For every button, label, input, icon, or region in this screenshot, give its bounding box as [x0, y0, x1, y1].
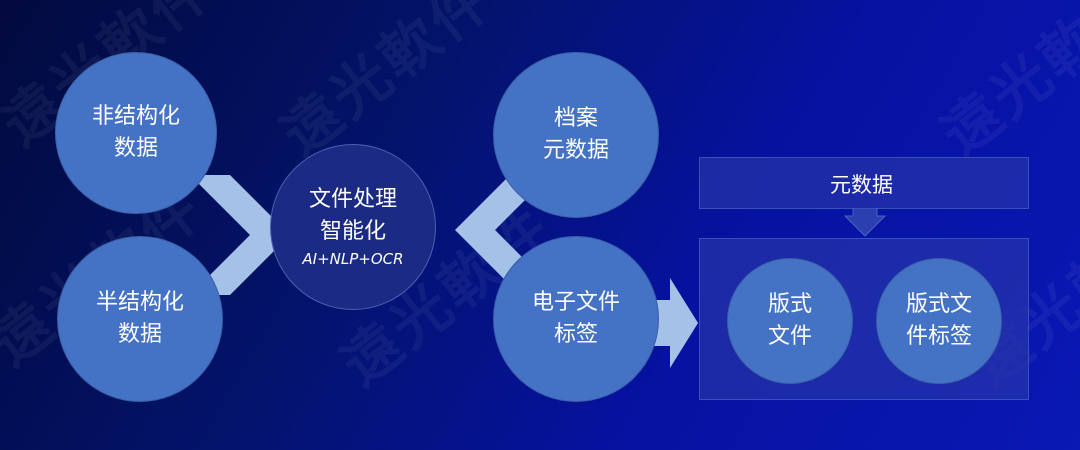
- watermark: 遠光軟件: [928, 0, 1080, 170]
- metadata-box: [699, 157, 1029, 209]
- node-label: 版式文: [905, 292, 972, 317]
- node-label: 电子文件: [531, 290, 620, 315]
- node-label: 标签: [553, 322, 598, 347]
- chevron-left-icon: [455, 170, 555, 290]
- node-label: 文件处理: [308, 187, 397, 212]
- arrow-down-icon: [843, 208, 887, 237]
- watermark: 遠光軟件: [268, 0, 506, 170]
- intelligent-processing-node: 文件处理 智能化 AI+NLP+OCR: [270, 144, 436, 310]
- node-label: 半结构化: [95, 290, 184, 315]
- node-label: 文件: [767, 324, 812, 349]
- node-label: 数据: [117, 322, 162, 347]
- unstructured-data-node: 非结构化 数据: [55, 52, 217, 214]
- archive-metadata-node: 档案 元数据: [493, 52, 659, 218]
- electronic-file-tag-node: 电子文件 标签: [493, 236, 659, 402]
- metadata-label: 元数据: [830, 173, 893, 197]
- node-label: 非结构化: [91, 104, 180, 129]
- layout-file-tag-node: 版式文 件标签: [876, 258, 1002, 384]
- node-label: 数据: [113, 136, 158, 161]
- node-label: 件标签: [905, 324, 972, 349]
- node-label: 版式: [767, 292, 812, 317]
- node-label: 智能化: [319, 219, 386, 244]
- semi-structured-data-node: 半结构化 数据: [57, 236, 223, 402]
- layout-file-node: 版式 文件: [727, 258, 853, 384]
- node-label: 元数据: [542, 138, 609, 163]
- node-label: 档案: [553, 106, 598, 131]
- node-subtitle: AI+NLP+OCR: [302, 250, 404, 268]
